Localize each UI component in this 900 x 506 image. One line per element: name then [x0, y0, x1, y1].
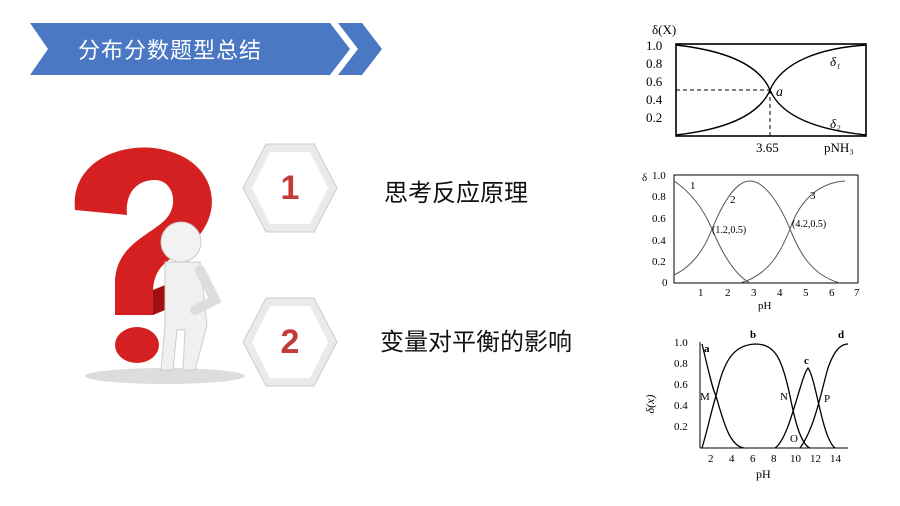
- curve-label: c: [804, 355, 809, 367]
- y-tick: 0.8: [674, 358, 688, 370]
- item-label: 变量对平衡的影响: [380, 328, 572, 356]
- x-tick: 4: [729, 453, 735, 465]
- chart-1: δ(X) 1.0 0.8 0.6 0.4 0.2 a δ₁ δ₂ 3.65 pN…: [646, 22, 867, 155]
- y-tick: 0.4: [646, 92, 663, 107]
- y-tick: 0.4: [652, 235, 666, 247]
- x-tick: 6: [750, 453, 756, 465]
- series-line: [739, 180, 846, 284]
- point-label: (4.2,0.5): [792, 219, 826, 230]
- item-number: 2: [280, 322, 300, 361]
- series-line: [774, 366, 836, 449]
- point-label: (1.2,0.5): [712, 225, 746, 236]
- title-banner: [30, 23, 382, 75]
- y-tick: 0.6: [674, 379, 688, 391]
- y-tick: 0.6: [646, 74, 663, 89]
- curve-label: δ₁: [830, 54, 841, 69]
- series-line: [673, 180, 841, 284]
- question-mark-figure-icon: [74, 147, 245, 384]
- item-label: 思考反应原理: [384, 179, 528, 207]
- y-axis-label: δ: [642, 172, 647, 184]
- x-tick: 4: [777, 287, 783, 299]
- point-label: O: [790, 433, 798, 445]
- x-tick: 7: [854, 287, 860, 299]
- point-label: N: [780, 391, 788, 403]
- y-tick: 1.0: [646, 38, 662, 53]
- x-tick: 14: [830, 453, 842, 465]
- y-tick: 0.6: [652, 213, 666, 225]
- hexagon-icon: [242, 297, 338, 387]
- x-axis-label: pH: [756, 467, 771, 481]
- chart-2: δ 1.0 0.8 0.6 0.4 0.2 0 1 2 3 4 5 6 7 1 …: [642, 170, 860, 312]
- curve-label: 2: [730, 194, 736, 206]
- y-axis-label: δ(x): [643, 395, 657, 414]
- x-tick: 3: [751, 287, 757, 299]
- x-tick: 5: [803, 287, 809, 299]
- x-marker-label: 3.65: [756, 140, 779, 155]
- curve-label: 1: [690, 180, 696, 192]
- y-tick: 1.0: [674, 337, 688, 349]
- x-tick: 12: [810, 453, 821, 465]
- x-tick: 2: [708, 453, 714, 465]
- y-tick: 0.2: [674, 421, 688, 433]
- y-tick: 0: [662, 277, 668, 289]
- x-tick: 8: [771, 453, 777, 465]
- x-tick: 6: [829, 287, 835, 299]
- y-tick: 0.2: [652, 256, 666, 268]
- curve-label: b: [750, 329, 756, 341]
- curve-label: d: [838, 329, 844, 341]
- x-tick: 10: [790, 453, 802, 465]
- point-label: P: [824, 393, 830, 405]
- y-tick: 1.0: [652, 170, 666, 182]
- x-tick: 2: [725, 287, 731, 299]
- y-axis-label: δ(X): [652, 22, 676, 37]
- item-2: 2: [240, 294, 340, 390]
- series-line: [799, 343, 849, 449]
- curve-label: a: [704, 343, 710, 355]
- y-tick: 0.4: [674, 400, 688, 412]
- curve-label: 3: [810, 190, 816, 202]
- item-number: 1: [280, 168, 300, 207]
- item-1: 1: [240, 140, 340, 236]
- page-title: 分布分数题型总结: [78, 39, 263, 64]
- chart-3: δ(x) 1.0 0.8 0.6 0.4 0.2 2 4 6 8 10 12 1…: [643, 329, 849, 481]
- y-tick: 0.2: [646, 110, 662, 125]
- point-label: M: [700, 391, 710, 403]
- x-axis-label: pH: [758, 300, 772, 312]
- y-tick: 0.8: [646, 56, 662, 71]
- x-tick: 1: [698, 287, 704, 299]
- curve-label: δ₂: [830, 116, 841, 131]
- hexagon-icon: [242, 143, 338, 233]
- y-tick: 0.8: [652, 191, 666, 203]
- x-axis-label: pNH₃: [824, 140, 854, 155]
- point-label: a: [776, 85, 783, 100]
